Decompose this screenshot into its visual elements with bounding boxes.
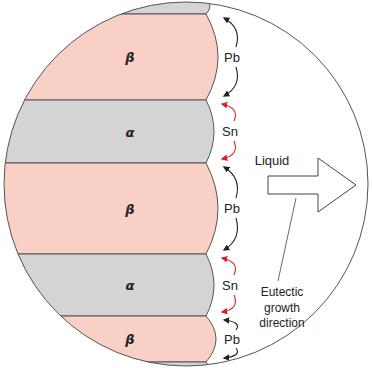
lamella-band: α (60, 100, 200, 163)
phase-label: β (125, 201, 134, 216)
phase-label: α (126, 124, 135, 139)
species-label: Pb (224, 50, 240, 65)
phase-label: β (125, 50, 134, 65)
diffusion-arrow (222, 141, 236, 159)
species-label: Liquid (255, 153, 290, 168)
species-label: Pb (224, 201, 240, 216)
diffusion-arrow (224, 320, 238, 330)
species-label: Sn (222, 278, 238, 293)
diffusion-arrow (222, 295, 236, 312)
alpha-lamella (0, 362, 208, 368)
phase-label: α (126, 278, 135, 293)
diffusion-arrow (224, 67, 238, 96)
diffusion-arrow (222, 104, 236, 121)
beta-lamella (0, 316, 216, 362)
beta-lamella (0, 163, 218, 254)
alpha-lamella (0, 254, 214, 316)
diffusion-arrow (224, 348, 238, 358)
species-label: Pb (224, 332, 240, 347)
alpha-lamella (0, 100, 214, 163)
lamella-band: β (60, 14, 200, 100)
direction-label: Eutectic growth direction (250, 285, 314, 332)
beta-lamella (0, 14, 218, 100)
lamella-band: α (60, 254, 200, 316)
view-circle (4, 2, 368, 366)
diffusion-arrow (224, 167, 238, 198)
lamella-band: β (60, 163, 200, 254)
species-label: Sn (222, 124, 238, 139)
lamella-band: β (60, 316, 200, 362)
leader-line (278, 198, 296, 281)
phase-label: β (125, 332, 134, 347)
diffusion-arrow (224, 218, 238, 250)
diffusion-arrow (222, 258, 236, 275)
diffusion-arrow (224, 18, 238, 47)
